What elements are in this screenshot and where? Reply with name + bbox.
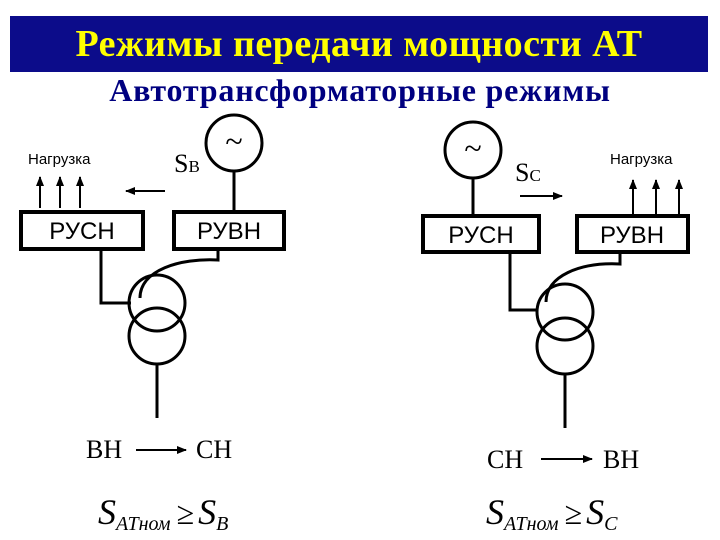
left-formula: SАТном≥SВ [98,492,228,535]
left-source-tilde: ~ [225,123,242,159]
right-source-tilde: ~ [464,130,481,166]
right-formula: SАТном≥SС [486,492,618,535]
left-box-rusn-label: РУСН [49,218,114,245]
right-box-rusn [421,214,541,254]
left-diagram: Нагрузка SВ ~ РУСН РУВН ВН СН SАТном≥SВ [19,113,286,535]
right-box-ruvn [575,214,690,254]
right-mode-from: СН [487,445,523,474]
left-box-ruvn-label: РУВН [197,218,261,245]
right-box-rusn-label: РУСН [448,222,513,249]
right-load-label: Нагрузка [610,151,673,168]
slide-title: Режимы передачи мощности АТ [75,23,643,65]
left-mode-to: СН [196,435,232,464]
right-box-ruvn-label: РУВН [600,222,664,249]
left-mode-from: ВН [86,435,122,464]
right-lv-connection [508,252,538,312]
left-transformer-upper-winding [127,273,187,333]
right-transformer-lower-winding [535,316,595,376]
right-transformer-upper-winding [535,282,595,342]
left-load-label: Нагрузка [28,151,91,168]
left-box-rusn [19,210,145,251]
left-lv-connection [99,249,131,305]
right-mode-to: ВН [603,445,639,474]
slide-subtitle: Автотрансформаторные режимы [109,72,611,108]
right-diagram: ~ SС Нагрузка РУСН РУВН СН ВН SАТном≥SС [421,120,690,535]
right-hv-connection [544,252,622,303]
left-box-ruvn [172,210,286,251]
left-transformer-lower-winding [127,306,187,366]
right-flow-label: SС [515,158,541,187]
title-bar: Режимы передачи мощности АТ [10,16,708,72]
left-flow-label: SВ [174,149,200,178]
left-hv-connection [138,249,220,299]
